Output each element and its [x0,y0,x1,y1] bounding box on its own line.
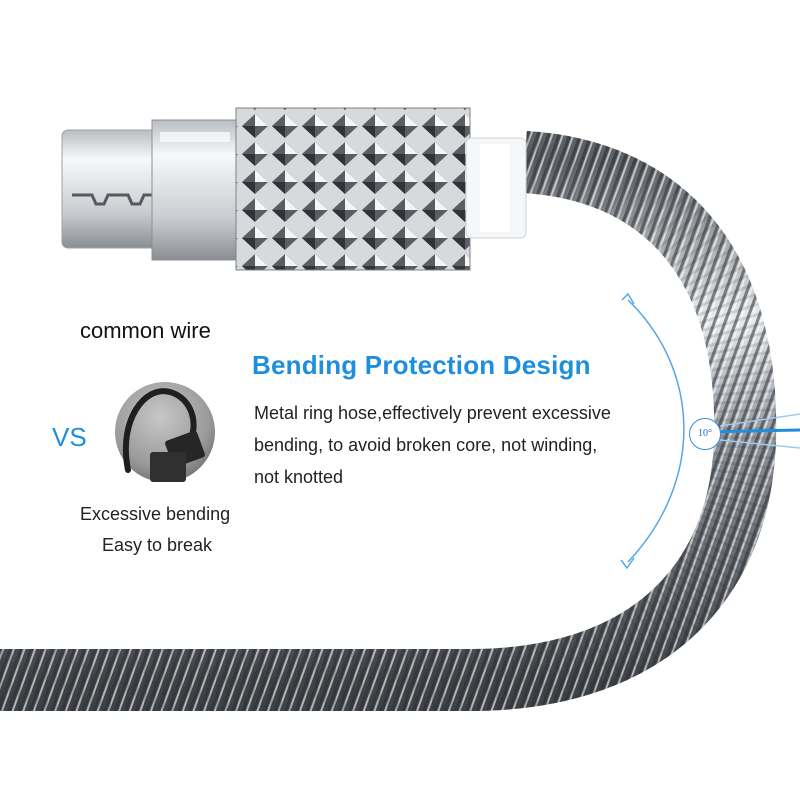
metal-hose [0,131,777,711]
micro-usb-connector [61,107,527,271]
common-wire-photo [115,382,215,482]
caption-excessive-bending: Excessive bending [80,504,231,524]
bending-protection-heading: Bending Protection Design [252,350,591,380]
angle-badge: 10° [689,418,721,450]
caption-easy-to-break: Easy to break [102,535,213,555]
common-wire-label: common wire [80,318,211,343]
vs-label: VS [52,422,87,452]
description-line-1: Metal ring hose,effectively prevent exce… [254,403,611,423]
description-line-3: not knotted [254,467,344,487]
description-line-2: bending, to avoid broken core, not windi… [254,435,598,455]
